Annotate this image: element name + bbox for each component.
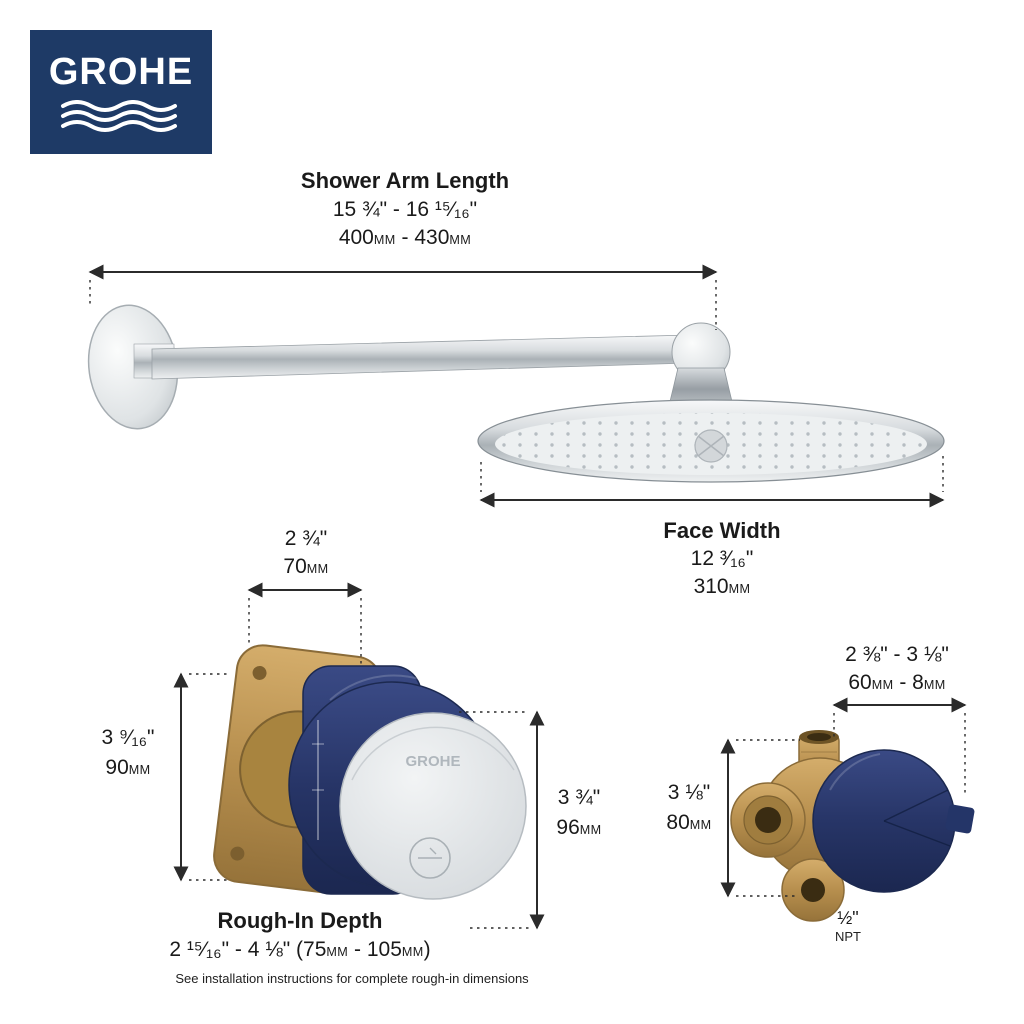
dimension-lines: [88, 264, 967, 930]
shower-arm-illustration: [87, 304, 945, 483]
npt-label: NPT: [835, 929, 861, 944]
diverter-valve-illustration: [730, 730, 975, 922]
valve-height-inches: 3 ⁹⁄₁₆": [101, 726, 155, 749]
rough-in-depth-range: 2 ¹⁵⁄₁₆" - 4 ⅛" (75MM - 105MM): [169, 938, 431, 961]
diverter-height-inches: 3 ⅛": [667, 781, 711, 804]
valve-width-mm: 70MM: [283, 555, 329, 578]
face-width-inches: 12 ³⁄₁₆": [690, 547, 754, 570]
diverter-width-mm: 60MM - 8MM: [848, 671, 946, 694]
shower-arm-length-title: Shower Arm Length: [300, 168, 510, 193]
valve-height-mm: 90MM: [105, 756, 151, 779]
grohe-logo-text: GROHE: [48, 50, 194, 93]
rough-in-valve-illustration: GROHE: [213, 644, 527, 900]
valve-depth-inches: 3 ¾": [557, 786, 601, 809]
rough-in-note: See installation instructions for comple…: [175, 971, 529, 986]
shower-arm-length-inches: 15 ¾" - 16 ¹⁵⁄₁₆": [332, 198, 478, 221]
valve-cap-logo: GROHE: [405, 753, 460, 770]
npt-size: ½": [837, 908, 859, 928]
rough-in-depth-title: Rough-In Depth: [217, 908, 383, 933]
face-width-title: Face Width: [663, 518, 781, 543]
valve-width-inches: 2 ¾": [284, 527, 328, 550]
diverter-width-inches: 2 ⅜" - 3 ⅛": [845, 643, 949, 666]
valve-depth-mm: 96MM: [556, 816, 602, 839]
face-width-mm: 310MM: [693, 575, 751, 598]
diverter-height-mm: 80MM: [666, 811, 712, 834]
shower-arm-length-mm: 400MM - 430MM: [338, 226, 472, 249]
grohe-wave-icon: [61, 99, 177, 132]
grohe-logo: GROHE: [30, 30, 212, 154]
